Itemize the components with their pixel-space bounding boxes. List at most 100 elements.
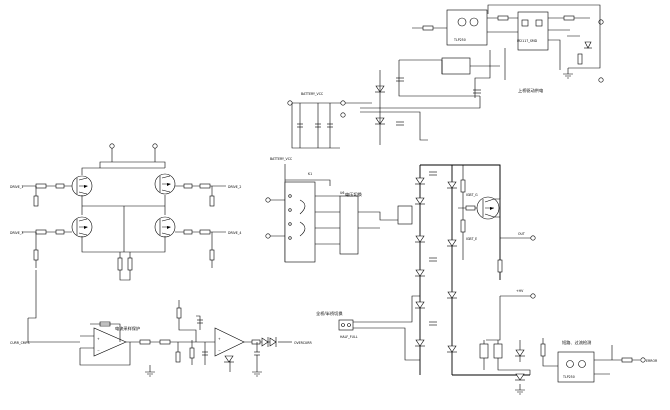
bridge-cap-1 xyxy=(429,171,437,176)
sense-zener xyxy=(515,340,525,362)
main-bridge-right: IGBT_G IGBT_E OUT +HV TLP250 xyxy=(415,164,658,395)
mosfet-q2 xyxy=(154,173,176,195)
sampling-res-4 xyxy=(189,347,195,359)
resistor-top-2 xyxy=(563,15,575,21)
bridge-cap-2 xyxy=(429,257,437,262)
svg-text:−: − xyxy=(218,349,221,353)
ground-current-2 xyxy=(252,371,262,377)
driver-ic-top: IR2117_SMD xyxy=(517,11,549,51)
capacitor-top-c3 xyxy=(396,121,404,126)
gate-res-3 xyxy=(35,229,47,235)
gate-res-6 xyxy=(183,183,193,189)
svg-text:OVERCURR: OVERCURR xyxy=(294,341,312,345)
svg-text:−: − xyxy=(97,349,100,353)
pulldown-res-3 xyxy=(209,195,215,207)
svg-text:CURR_CMPS: CURR_CMPS xyxy=(10,341,30,345)
svg-text:+: + xyxy=(97,337,100,341)
opto-out-res xyxy=(621,357,633,363)
opto-coupler-bottom: TLP250 xyxy=(557,351,595,383)
voltage-switch-section: BATTERY_VCC K1 U6 电压切换 xyxy=(265,157,413,263)
output-res xyxy=(251,339,261,345)
gate-res-4 xyxy=(55,229,65,235)
resistor-top-3 xyxy=(497,15,509,21)
sense-transformer xyxy=(479,340,531,375)
battery-cap-bank: BATTERY_VCC xyxy=(287,92,372,149)
terminal-top-right-2 xyxy=(598,77,604,83)
terminal-err xyxy=(640,357,646,363)
rect-diode-5 xyxy=(415,301,425,309)
capacitor-bank-1 xyxy=(297,123,303,128)
hbridge-terminal-2 xyxy=(152,143,158,149)
voltage-switch-label: 电压切换 xyxy=(345,191,363,198)
gate-res-8 xyxy=(183,229,193,235)
igbt-gate-res xyxy=(465,205,476,211)
hb-fb-connector xyxy=(338,319,354,331)
load-res xyxy=(497,259,503,273)
current-sampling-section: + − + − xyxy=(10,270,312,377)
hbridge-terminal-1 xyxy=(109,143,115,149)
pulldown-res-1 xyxy=(33,195,39,207)
sense-zener-2 xyxy=(515,373,525,381)
pulldown-res-4 xyxy=(209,249,215,261)
zener-top-1 xyxy=(584,41,592,49)
svg-text:+HV: +HV xyxy=(516,289,524,293)
svg-text:BATTERY_VCC: BATTERY_VCC xyxy=(270,157,293,161)
sense-res xyxy=(117,252,133,281)
output-diode-2 xyxy=(269,337,277,347)
current-sampling-label: 电流采样保护 xyxy=(115,325,140,332)
output-cap xyxy=(254,351,260,356)
rect-diode-1 xyxy=(415,177,425,185)
svg-text:U6: U6 xyxy=(340,191,344,195)
svg-text:DRIVE_1: DRIVE_1 xyxy=(10,185,23,189)
battery-terminal-2 xyxy=(340,100,346,106)
resistor-top-1 xyxy=(422,25,434,31)
sampling-res-3 xyxy=(175,351,181,363)
svg-text:BATTERY_VCC: BATTERY_VCC xyxy=(301,92,324,96)
gate-res-5 xyxy=(199,183,211,189)
svg-text:TLP250: TLP250 xyxy=(453,38,466,42)
bridge-res-2 xyxy=(460,219,466,233)
terminal-top-right-1 xyxy=(598,19,604,25)
ground-sense xyxy=(515,384,525,395)
svg-text:IR2117_SMD: IR2117_SMD xyxy=(517,39,538,43)
igbt-main xyxy=(476,196,500,220)
opamp-u4: + − xyxy=(214,327,245,357)
relay-k1: K1 xyxy=(284,172,316,263)
switch-ic-u4 xyxy=(397,205,413,225)
opamp-u3: + − xyxy=(93,327,127,357)
svg-text:DRIVE_4: DRIVE_4 xyxy=(228,231,241,235)
capacitor-bank-3 xyxy=(327,123,333,128)
capacitor-bank-2 xyxy=(315,123,321,128)
bridge-res-1 xyxy=(460,179,466,193)
svg-text:TLP250: TLP250 xyxy=(562,375,575,379)
svg-text:K1: K1 xyxy=(308,172,312,176)
rect-diode-4 xyxy=(415,269,425,277)
terminal-mid-a xyxy=(340,112,346,118)
svg-text:HALF_FULL: HALF_FULL xyxy=(340,335,358,339)
mosfet-q3 xyxy=(71,216,93,238)
switch-ic-u6: U6 xyxy=(339,191,359,255)
battery-terminal-1 xyxy=(287,100,293,106)
capacitor-top-c1 xyxy=(473,89,481,94)
mosfet-q1 xyxy=(71,175,93,197)
ground-current-1 xyxy=(145,371,155,377)
gate-res-1 xyxy=(35,183,47,189)
terminal-hv xyxy=(530,293,536,299)
short-overcurrent-label: 短路、过流检测 xyxy=(562,339,591,346)
sampling-res-1 xyxy=(139,339,151,345)
opto-coupler-top: TLP250 xyxy=(446,9,488,46)
ref-res-1 xyxy=(176,307,182,319)
svg-text:IGBT_E: IGBT_E xyxy=(466,237,477,241)
terminal-k1-left xyxy=(265,197,271,203)
mosfet-q4 xyxy=(154,216,176,238)
bridge-cap-3 xyxy=(429,321,437,326)
svg-text:DRIVE_3: DRIVE_3 xyxy=(10,231,23,235)
sampling-cap-1 xyxy=(202,351,208,356)
isolated-supply-module xyxy=(441,57,471,75)
ground-top xyxy=(563,68,573,79)
full-half-bridge-switch: 全桥/半桥切换 HALF_FULL xyxy=(316,295,420,361)
resistor-top-4 xyxy=(577,53,583,65)
rect-diode-8 xyxy=(447,239,457,247)
terminal-out xyxy=(530,235,536,241)
